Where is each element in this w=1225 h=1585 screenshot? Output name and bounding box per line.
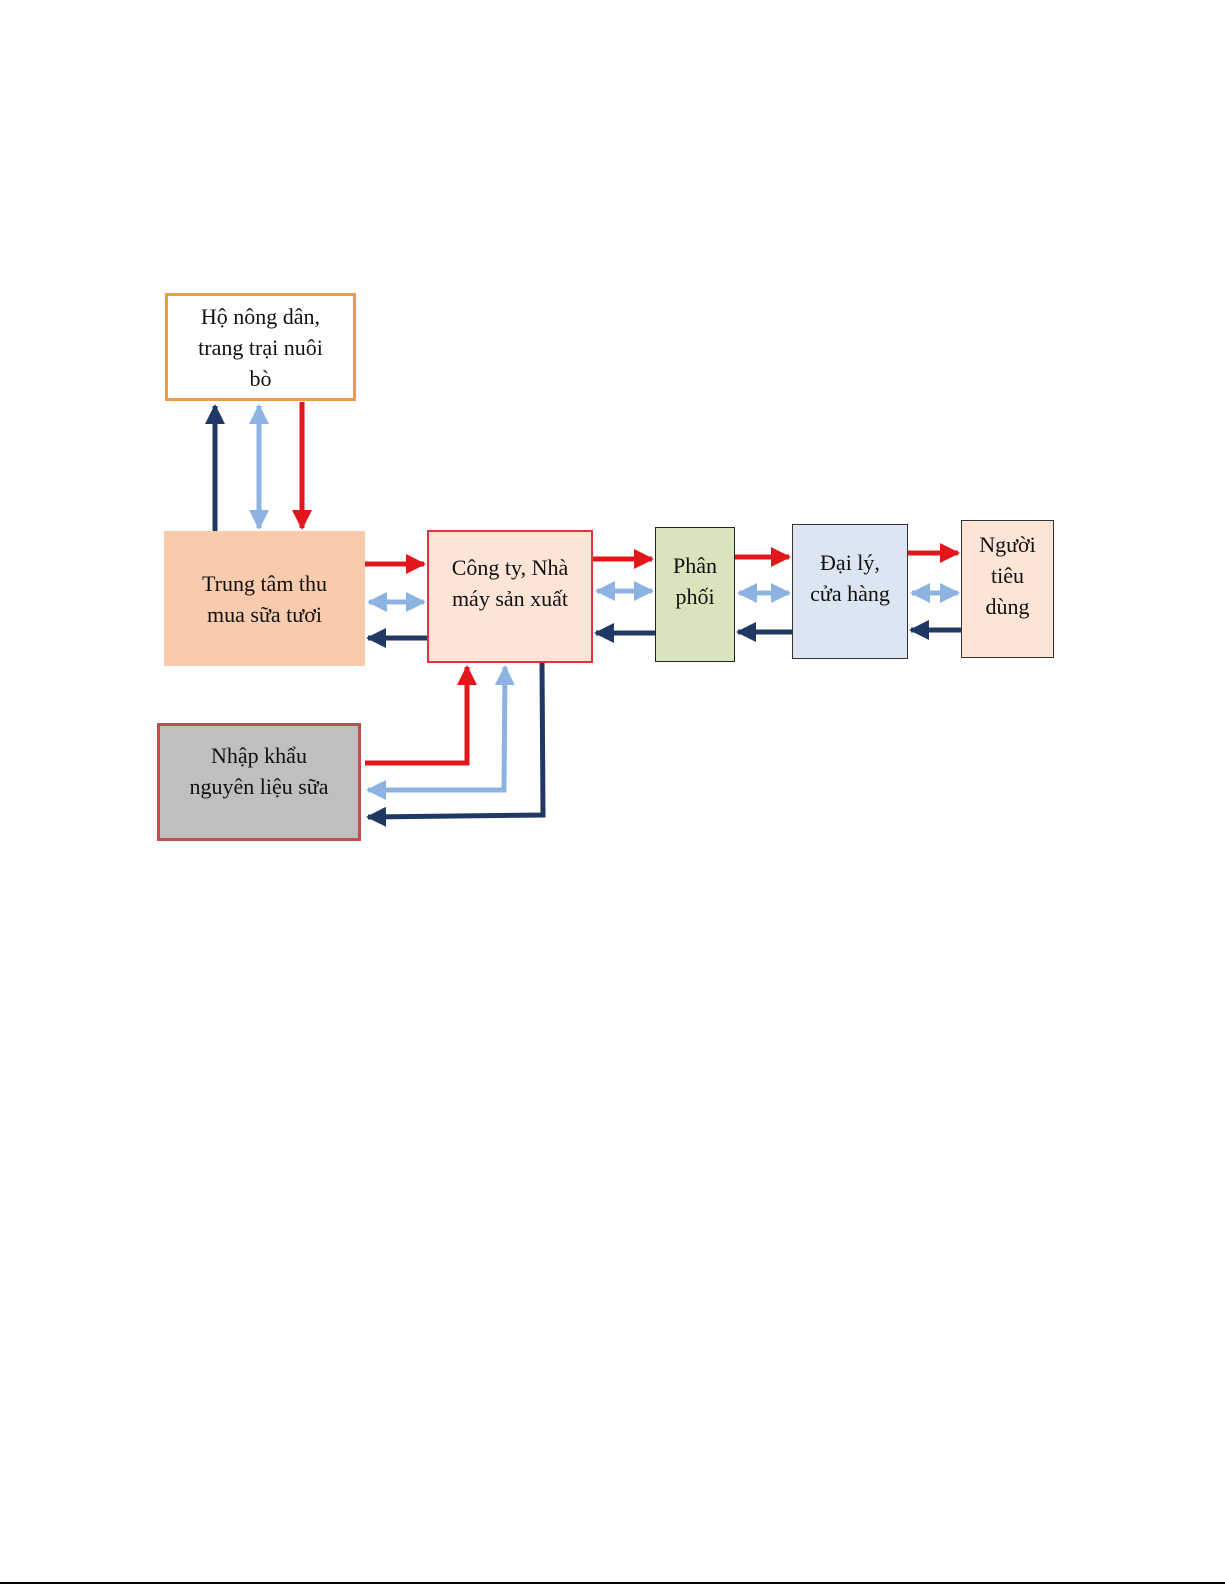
node-farm: Hộ nông dân, trang trại nuôi bò	[165, 293, 356, 401]
edge-company-to-import-payment	[366, 662, 546, 827]
node-collection-center: Trung tâm thu mua sữa tươi	[164, 531, 365, 666]
node-consumer-label: Người tiêu dùng	[979, 532, 1036, 619]
node-collection-center-label: Trung tâm thu mua sữa tươi	[201, 570, 328, 627]
node-import-label: Nhập khẩu nguyên liệu sữa	[189, 743, 329, 799]
node-distribution-label: Phân phối	[673, 553, 717, 609]
node-consumer: Người tiêu dùng	[961, 520, 1054, 658]
node-import: Nhập khẩu nguyên liệu sữa	[157, 723, 361, 841]
node-distribution: Phân phối	[655, 527, 735, 662]
page-bottom-rule	[0, 1582, 1225, 1584]
edge-company-import-information	[366, 665, 515, 800]
node-company-label: Công ty, Nhà máy sản xuất	[451, 555, 569, 611]
node-agent-store-label: Đại lý, cửa hàng	[810, 550, 890, 606]
node-farm-label: Hộ nông dân, trang trại nuôi bò	[198, 303, 323, 391]
node-company: Công ty, Nhà máy sản xuất	[427, 530, 593, 663]
edge-import-to-company-product	[365, 665, 477, 766]
node-agent-store: Đại lý, cửa hàng	[792, 524, 908, 659]
